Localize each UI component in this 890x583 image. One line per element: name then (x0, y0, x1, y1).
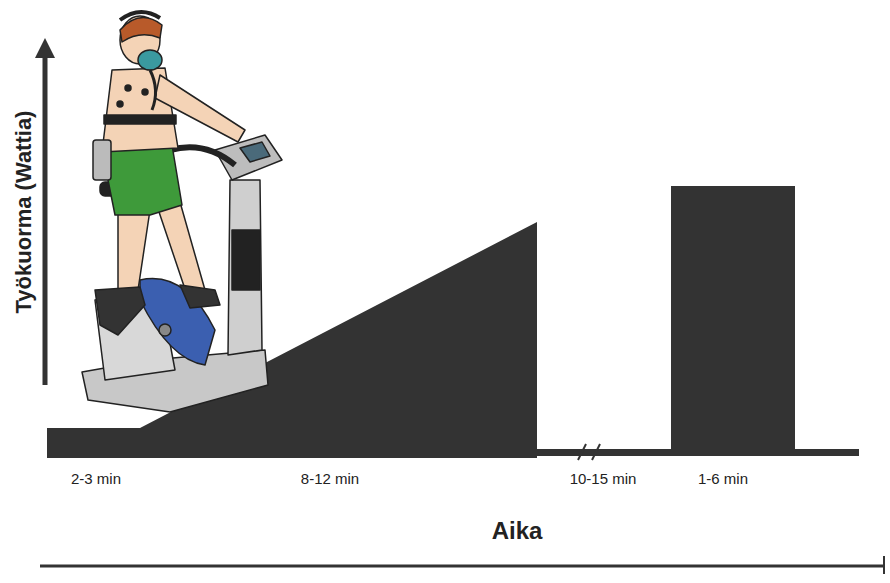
axis-tick (883, 556, 885, 574)
duration-label: 10-15 min (570, 471, 637, 488)
test-person (93, 12, 245, 335)
constant-load (671, 186, 795, 456)
time-axis (40, 565, 884, 568)
duration-label: 2-3 min (71, 471, 121, 488)
break-mark (578, 444, 586, 460)
y-axis (43, 55, 48, 385)
duration-label: 1-6 min (698, 471, 748, 488)
duration-label: 8-12 min (301, 471, 359, 488)
axis-arrowhead (35, 38, 55, 58)
axis-title: Aika (492, 518, 543, 544)
ergometer (82, 135, 282, 412)
axis-title: Työkuorma (Wattia) (12, 111, 36, 314)
break-mark (592, 444, 600, 460)
